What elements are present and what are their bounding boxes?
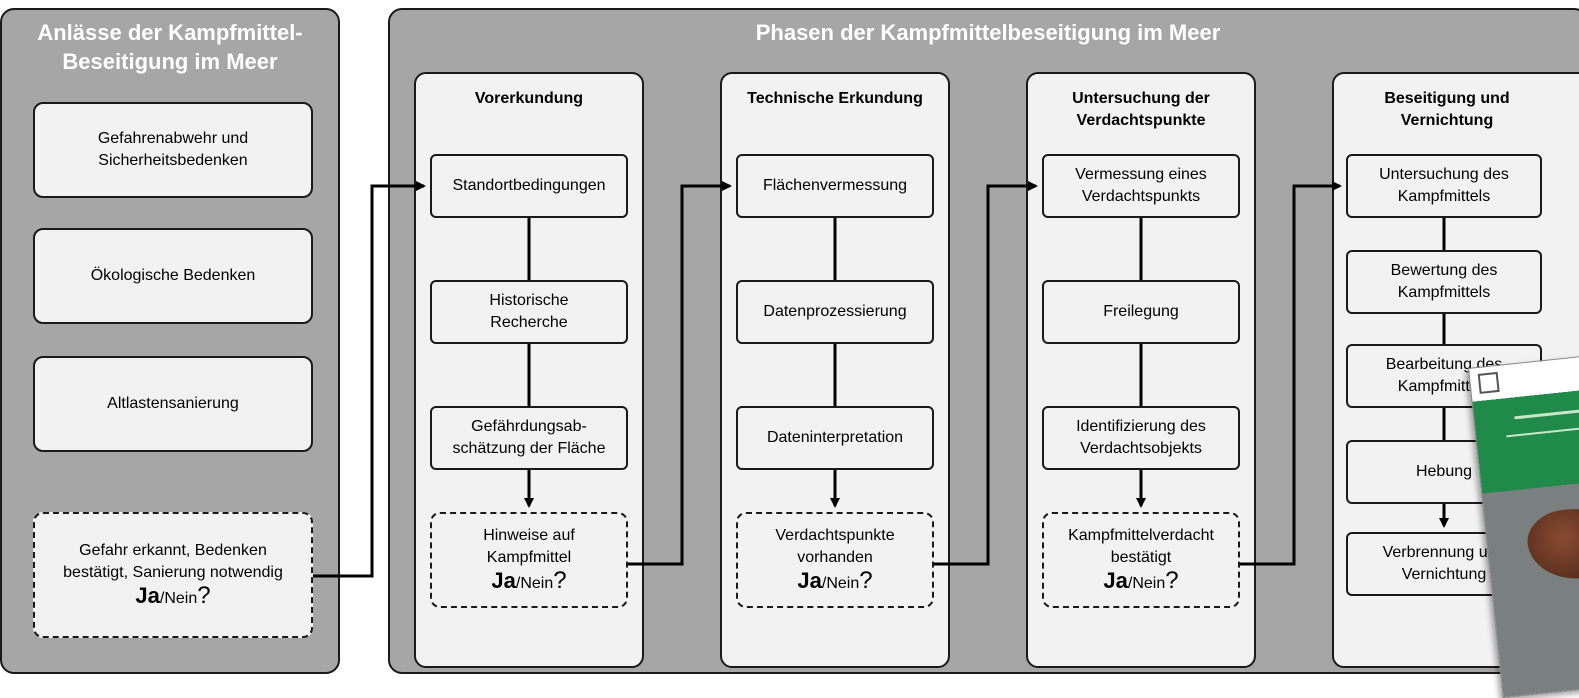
munition-photo <box>1524 504 1579 584</box>
phase-title: Untersuchung der Verdachtspunkte <box>1072 90 1210 129</box>
step-box: Bewertung des Kampfmittels <box>1346 250 1542 314</box>
main-panel-title: Phasen der Kampfmittelbeseitigung im Mee… <box>755 20 1221 45</box>
connector-layer <box>313 181 1449 578</box>
phase-title: Beseitigung und Vernichtung <box>1384 90 1510 129</box>
phase-title: Vorerkundung <box>474 90 584 107</box>
decision-yes: Ja <box>797 567 822 593</box>
step-box: Datenprozessierung <box>736 280 934 344</box>
decision-yes: Ja <box>491 567 516 593</box>
phase-title: Technische Erkundung <box>747 90 923 107</box>
step-box: Freilegung <box>1042 280 1240 344</box>
decision-question: ? <box>859 566 873 594</box>
step-box: Dateninterpretation <box>736 406 934 470</box>
decision-no: /Nein <box>515 574 554 592</box>
decision-question: ? <box>197 581 211 609</box>
reason-item: Ökologische Bedenken <box>33 228 313 324</box>
step-box: Flächenvermessung <box>736 154 934 218</box>
left-decision-box: Gefahr erkannt, Bedenken bestätigt, Sani… <box>33 512 313 638</box>
reason-item: Altlastensanierung <box>33 356 313 452</box>
flow-arrow <box>934 181 1038 566</box>
left-panel-title: Anlässe der Kampfmittel- Beseitigung im … <box>37 20 303 74</box>
decision-yes: Ja <box>135 582 160 608</box>
flow-arrow <box>1240 181 1342 566</box>
decision-question: ? <box>553 566 567 594</box>
phase-decision-box: Hinweise auf Kampfmittel Ja/Nein? <box>430 512 628 608</box>
phase-decision-box: Verdachtspunkte vorhanden Ja/Nein? <box>736 512 934 608</box>
flow-arrow <box>628 181 732 566</box>
step-box: Standortbedingungen <box>430 154 628 218</box>
decision-no: /Nein <box>821 574 860 592</box>
step-box: Historische Recherche <box>430 280 628 344</box>
flow-arrow <box>313 181 426 578</box>
decision-no: /Nein <box>159 589 198 607</box>
step-box: Vermessung eines Verdachtspunkts <box>1042 154 1240 218</box>
step-box: Gefährdungsab- schätzung der Fläche <box>430 406 628 470</box>
decision-yes: Ja <box>1103 567 1128 593</box>
reason-item: Gefahrenabwehr und Sicherheitsbedenken <box>33 102 313 198</box>
phase-decision-box: Kampfmittelverdacht bestätigt Ja/Nein? <box>1042 512 1240 608</box>
step-box: Untersuchung des Kampfmittels <box>1346 154 1542 218</box>
step-box: Identifizierung des Verdachtsobjekts <box>1042 406 1240 470</box>
logo-icon <box>1477 371 1500 394</box>
decision-no: /Nein <box>1127 574 1166 592</box>
decision-question: ? <box>1165 566 1179 594</box>
